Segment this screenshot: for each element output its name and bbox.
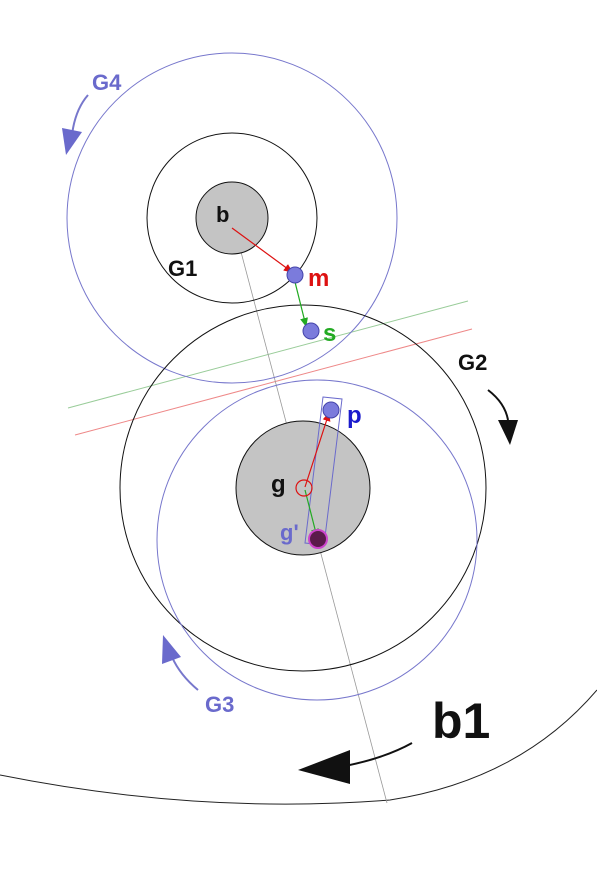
hub-b: [195, 181, 269, 255]
label-p: p: [347, 402, 362, 429]
circle-G1: [146, 132, 318, 304]
vector-b-to-m: [231, 227, 293, 273]
marker-p: [322, 401, 340, 419]
G4-arrowhead: [62, 128, 82, 155]
circle-G2: [119, 304, 487, 672]
label-b: b: [216, 202, 229, 227]
label-G2: G2: [458, 350, 487, 375]
b1-arrowhead: [298, 750, 350, 784]
label-g-prime: g': [280, 520, 299, 545]
vector-m-to-s: [293, 277, 308, 327]
outer-arc-b1: [0, 689, 597, 805]
G2-arrowhead: [498, 420, 518, 445]
circle-G4: [66, 52, 398, 384]
label-m: m: [308, 265, 329, 292]
marker-g-center: [295, 479, 313, 497]
vector-g-to-p: [304, 412, 331, 488]
label-G1: G1: [168, 256, 197, 281]
G4-rotation-arrow: [71, 94, 89, 136]
hub-g: [235, 420, 371, 556]
G3-arrowhead: [162, 635, 181, 664]
label-b1: b1: [432, 693, 490, 749]
b1-rotation-arrow: [344, 742, 413, 767]
marker-m: [286, 266, 304, 284]
G3-rotation-arrow: [171, 656, 199, 691]
vector-g-to-gprime: [304, 489, 319, 538]
label-G3: G3: [205, 692, 234, 717]
circle-G3: [156, 379, 478, 701]
label-s: s: [323, 320, 336, 347]
G2-rotation-arrow: [487, 389, 509, 421]
red-reference-line: [74, 328, 473, 436]
label-g: g: [271, 471, 286, 498]
label-G4: G4: [92, 70, 122, 95]
marker-g-prime: [308, 529, 328, 549]
marker-s: [302, 322, 320, 340]
